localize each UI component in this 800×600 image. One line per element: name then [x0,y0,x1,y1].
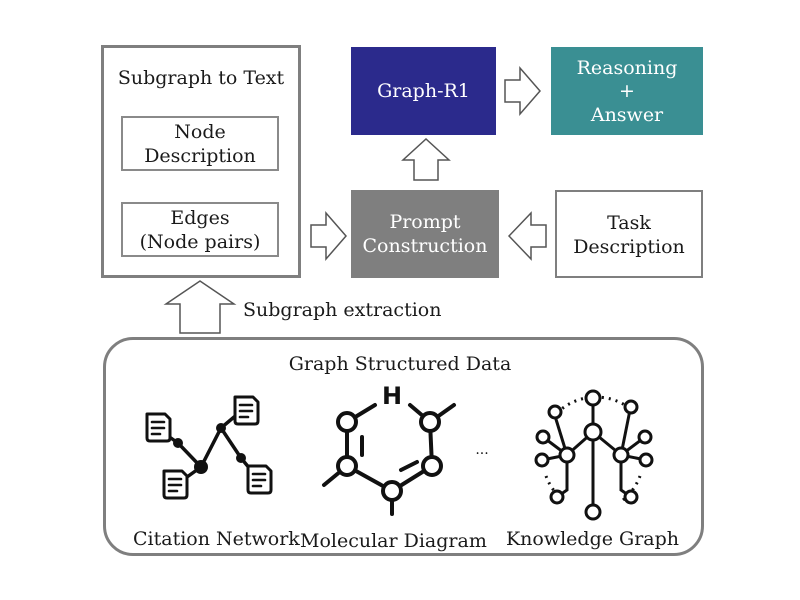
arrow-up-icon [163,280,237,334]
subgraph-to-text-title: Subgraph to Text [117,67,285,89]
hydrogen-atom-label: H [382,382,402,410]
molecular-diagram-caption: Molecular Diagram [300,530,487,552]
arrow-right-icon [310,210,347,262]
arrow-right-icon [504,65,541,117]
subgraph-extraction-label: Subgraph extraction [243,299,442,321]
edges-node-pairs-box: Edges (Node pairs) [121,202,279,257]
arrow-left-icon [507,211,547,261]
graph-structured-data-panel [103,337,704,556]
node-description-box: Node Description [121,116,279,171]
edges-line2: (Node pairs) [139,231,261,253]
reasoning-line3: Answer [590,104,664,126]
prompt-line1: Prompt [389,211,461,233]
prompt-construction-box: Prompt Construction [351,190,499,278]
reasoning-line2: + [619,80,635,102]
knowledge-graph-caption: Knowledge Graph [505,528,680,550]
prompt-line2: Construction [362,235,488,257]
task-description-box: Task Description [555,190,703,278]
citation-network-caption: Citation Network [133,528,300,550]
reasoning-line1: Reasoning [576,57,678,79]
reasoning-answer-box: Reasoning + Answer [551,47,703,135]
molecular-diagram-icon [322,403,456,516]
node-description-line2: Description [144,145,256,167]
graph-structured-data-title: Graph Structured Data [288,353,512,375]
knowledge-graph-icon [534,389,654,521]
graph-r1-box: Graph-R1 [351,47,496,135]
task-line1: Task [607,212,651,234]
subgraph-to-text-panel [101,45,301,278]
citation-network-icon [145,395,273,500]
edges-line1: Edges [170,207,230,229]
ellipsis: ... [475,442,489,458]
task-line2: Description [573,236,685,258]
arrow-up-icon [401,137,451,181]
node-description-line1: Node [174,121,226,143]
graph-r1-label: Graph-R1 [377,80,470,102]
